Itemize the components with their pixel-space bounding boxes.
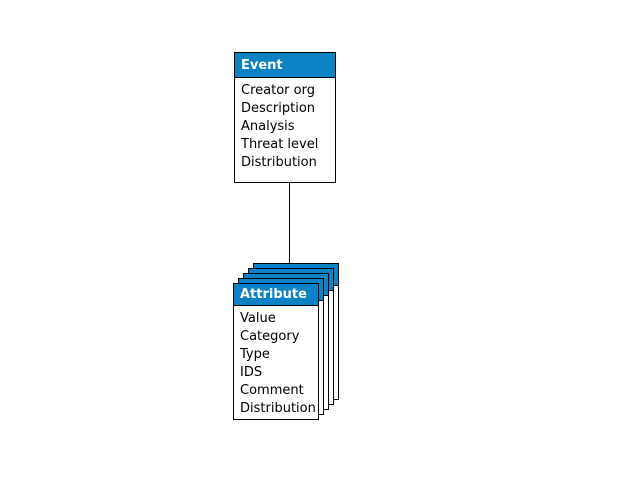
class-attribute-row: IDS [240, 365, 263, 380]
class-attribute-row: Description [241, 101, 316, 116]
class-attribute-row: Distribution [241, 155, 317, 170]
class-box-attribute[interactable]: Attribute Value Category Type IDS Commen… [233, 283, 319, 420]
class-title-event: Event [235, 53, 335, 78]
class-attribute-row: Analysis [241, 119, 295, 134]
class-attribute-row: Creator org [241, 83, 315, 98]
class-title-attribute: Attribute [234, 284, 318, 306]
class-stack-attribute[interactable]: Attribute Value Category Type IDS Commen… [233, 262, 339, 420]
class-attribute-row: Distribution [240, 401, 316, 416]
relation-line-event-attribute [289, 183, 290, 263]
class-attribute-row: Value [240, 311, 276, 326]
class-attributes-event: Creator org Description Analysis Threat … [235, 78, 335, 176]
class-attribute-row: Type [240, 347, 270, 362]
class-attribute-row: Threat level [241, 137, 319, 152]
class-attributes-attribute: Value Category Type IDS Comment Distribu… [234, 306, 318, 422]
class-attribute-row: Comment [240, 383, 304, 398]
class-attribute-row: Category [240, 329, 300, 344]
class-box-event[interactable]: Event Creator org Description Analysis T… [234, 52, 336, 183]
